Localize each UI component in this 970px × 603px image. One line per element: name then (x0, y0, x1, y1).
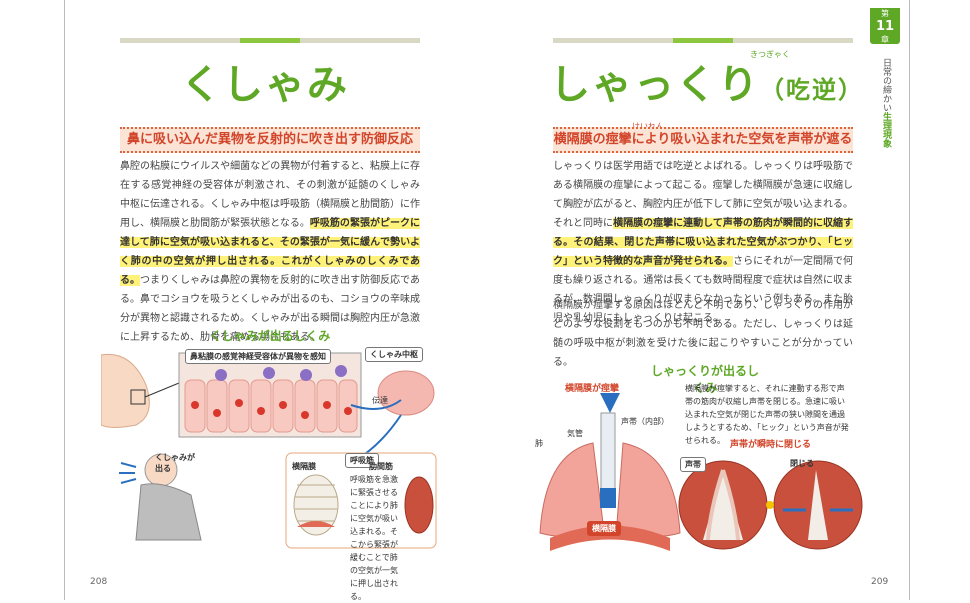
left-figure-title: くしゃみが出るしくみ (209, 329, 331, 343)
label-lung: 肺 (535, 439, 543, 448)
right-body-part2: さらにそれが一定間隔で何度も繰り返される。通常は長くても数時間程度で症状は自然に… (553, 256, 853, 324)
label-diaphragm-right: 横隔膜 (587, 521, 621, 536)
side-text-b: 生理現象 (881, 112, 891, 148)
left-top-bar (120, 38, 420, 43)
label-sneeze: くしゃみが出る (155, 453, 195, 473)
right-title-paren: （吃逆） (760, 76, 864, 104)
right-figure-title: しゃっくりが出るしくみ (650, 364, 759, 395)
label-spasm: 横隔膜が痙攣 (565, 384, 620, 394)
left-figure-note: 呼吸筋を急激に緊張させることにより肺に空気が吸い込まれる。そこから緊張が緩むこと… (350, 475, 398, 601)
left-page: くしゃみ 鼻に吸い込んだ異物を反射的に吹き出す防御反応 鼻腔の粘膜にウイルスや細… (64, 0, 465, 601)
right-title: しゃっくり (550, 62, 760, 108)
label-vocal-inner: 声帯（内部） (621, 417, 669, 426)
right-body-text: しゃっくりは医学用語では吃逆とよばれる。しゃっくりは呼吸筋である横隔膜の痙攣によ… (553, 157, 853, 328)
sneeze-illustration (101, 352, 437, 549)
chapter-prefix: 第 (881, 9, 889, 18)
label-respiratory-muscle: 呼吸筋 (345, 453, 379, 468)
label-closed: 閉じる (790, 459, 814, 468)
label-transmit: 伝達 (372, 396, 388, 405)
label-sneeze-center: くしゃみ中枢 (365, 347, 423, 362)
left-page-number: 208 (90, 577, 108, 587)
label-closing: 声帯が瞬時に閉じる (730, 440, 812, 450)
right-subtitle: 横隔膜の痙攣により吸い込まれた空気を声帯が遮る (553, 127, 853, 153)
label-airway: 気管 (567, 429, 583, 438)
right-subtitle-ruby: けいれん (632, 121, 664, 132)
right-page: きつぎゃく しゃっくり（吃逆） けいれん 横隔膜の痙攣により吸い込まれた空気を声… (505, 0, 910, 600)
left-title: くしゃみ (181, 62, 349, 108)
left-body-text: 鼻腔の粘膜にウイルスや細菌などの異物が付着すると、粘膜上に存在する感覚神経の受容… (120, 157, 421, 347)
lungs-illustration (539, 393, 681, 551)
label-vocal-cords: 声帯 (680, 457, 706, 472)
left-body-part2: つまりくしゃみは鼻腔の異物を反射的に吹き出す防御反応である。鼻でコショウを吸うと… (120, 275, 421, 343)
left-subtitle: 鼻に吸い込んだ異物を反射的に吹き出す防御反応 (120, 127, 420, 153)
vocal-cords-illustration (678, 460, 863, 550)
label-diaphragm-left: 横隔膜 (292, 462, 316, 471)
label-mucosa: 鼻粘膜の感覚神経受容体が異物を感知 (185, 349, 331, 364)
chapter-suffix: 章 (881, 35, 889, 44)
chapter-side-text: 日常の締かい生理現象 (881, 58, 893, 148)
left-body-part1: 鼻腔の粘膜にウイルスや細菌などの異物が付着すると、粘膜上に存在する感覚神経の受容… (120, 161, 420, 229)
right-body-part1: しゃっくりは医学用語では吃逆とよばれる。しゃっくりは呼吸筋である横隔膜の痙攣によ… (553, 161, 853, 229)
right-figure-note: 横隔膜が痙攣すると、それに連動する形で声帯の筋肉が収縮し声帯を閉じる。急速に吸い… (685, 384, 849, 445)
right-top-bar (553, 38, 853, 43)
right-page-number: 209 (871, 577, 889, 587)
side-text-a: 日常の締かい (881, 58, 891, 112)
right-body-part3: 横隔膜が痙攣する原因はほとんど不明であり、しゃっくりの作用がどのような役割をもつ… (553, 300, 853, 368)
chapter-tab: 第 11 章 (870, 8, 900, 44)
right-title-wrap: しゃっくり（吃逆） (505, 52, 909, 110)
label-intercostal: 肋間筋 (369, 462, 393, 471)
right-title-ruby: きつぎゃく (750, 50, 790, 59)
right-body-text-2: 横隔膜が痙攣する原因はほとんど不明であり、しゃっくりの作用がどのような役割をもつ… (553, 296, 853, 372)
chapter-number: 11 (875, 19, 895, 34)
